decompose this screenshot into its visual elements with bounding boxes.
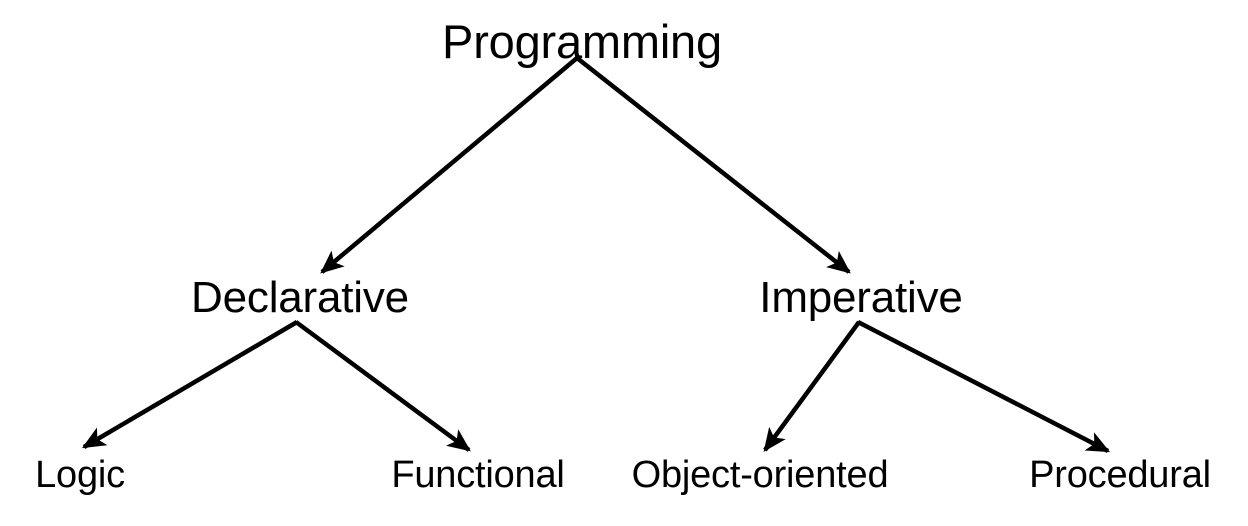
edge-declarative-logic (81, 320, 299, 449)
edge-declarative-functional (294, 320, 471, 452)
node-functional[interactable]: Functional (391, 454, 565, 496)
node-declarative[interactable]: Declarative (191, 273, 409, 322)
edge-programming-declarative (320, 56, 579, 274)
edge-imperative-procedural (856, 320, 1111, 453)
node-programming[interactable]: Programming (442, 15, 722, 68)
node-object-oriented[interactable]: Object-oriented (631, 454, 889, 496)
edge-programming-imperative (575, 56, 851, 274)
edge-imperative-object-oriented (763, 320, 861, 452)
node-logic[interactable]: Logic (35, 454, 125, 496)
node-imperative[interactable]: Imperative (759, 273, 963, 322)
node-procedural[interactable]: Procedural (1029, 454, 1211, 496)
